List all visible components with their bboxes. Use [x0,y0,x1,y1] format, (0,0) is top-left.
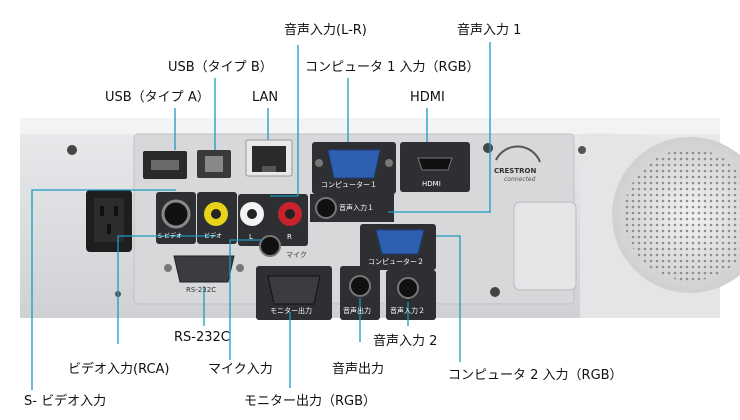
callout-monitor-out: モニター出力（RGB） [244,394,377,409]
callout-lan: LAN [252,90,279,105]
cable-cover [513,201,577,291]
panel-text-monitor-out: モニター出力 [270,307,312,315]
speaker-grille [612,137,740,293]
audio-r-rca-jack [278,202,302,226]
panel-text-crestron-sub: connected [504,176,536,183]
callout-hdmi: HDMI [410,90,445,105]
monitor-out-vga-port [256,266,332,320]
mic-jack [259,235,281,257]
callout-audio-out: 音声出力 [332,362,385,377]
panel-text-rs232c: RS-232C [186,286,217,294]
usb-type-b-port [197,150,231,178]
panel-text-crestron: CRESTRON [494,167,537,175]
panel-text-right: R [287,233,292,241]
callout-audio-in-1: 音声入力 1 [457,23,522,38]
callout-s-video-in: S- ビデオ入力 [24,394,107,409]
panel-text-audio-out: 音声出力 [343,307,371,315]
hdmi-port [400,142,470,192]
ac-power-inlet [86,190,132,252]
panel-text-left: L [249,233,253,241]
panel-text-computer2: コンピューター２ [368,258,424,266]
callout-audio-in-2: 音声入力 2 [373,334,438,349]
rs232c-port [164,255,244,283]
callout-audio-in-lr: 音声入力(L-R) [284,23,367,38]
audio-in-1-jack [310,194,394,222]
panel-text-mic: マイク [286,251,307,259]
callout-usb-type-b: USB（タイプ B） [168,60,273,75]
callout-mic-in: マイク入力 [208,362,273,377]
panel-text-audio-in-1: 音声入力１ [339,204,374,212]
s-video-port [156,192,196,244]
callout-rs232c: RS-232C [174,330,230,345]
video-rca-jack [197,192,237,244]
crestron-logo [495,145,541,163]
panel-text-audio-in-2: 音声入力２ [390,307,425,315]
callout-usb-type-a: USB（タイプ A） [105,90,210,105]
lan-port [245,139,293,177]
panel-text-computer1: コンピューター１ [321,181,377,189]
panel-text-video: ビデオ [204,233,223,240]
computer1-vga-port [312,142,396,194]
audio-out-jack [340,266,380,320]
callout-computer2-in: コンピュータ 2 入力（RGB） [448,368,623,383]
computer2-vga-port [360,224,436,270]
callout-computer1-in: コンピュータ 1 入力（RGB） [305,60,480,75]
callout-video-in-rca: ビデオ入力(RCA) [68,362,170,377]
audio-in-2-jack [386,270,436,320]
panel-text-s-video: S-ビデオ [158,233,182,240]
usb-type-a-port [143,151,187,179]
panel-text-hdmi: HDMI [422,180,441,188]
leader-lines [31,42,491,390]
